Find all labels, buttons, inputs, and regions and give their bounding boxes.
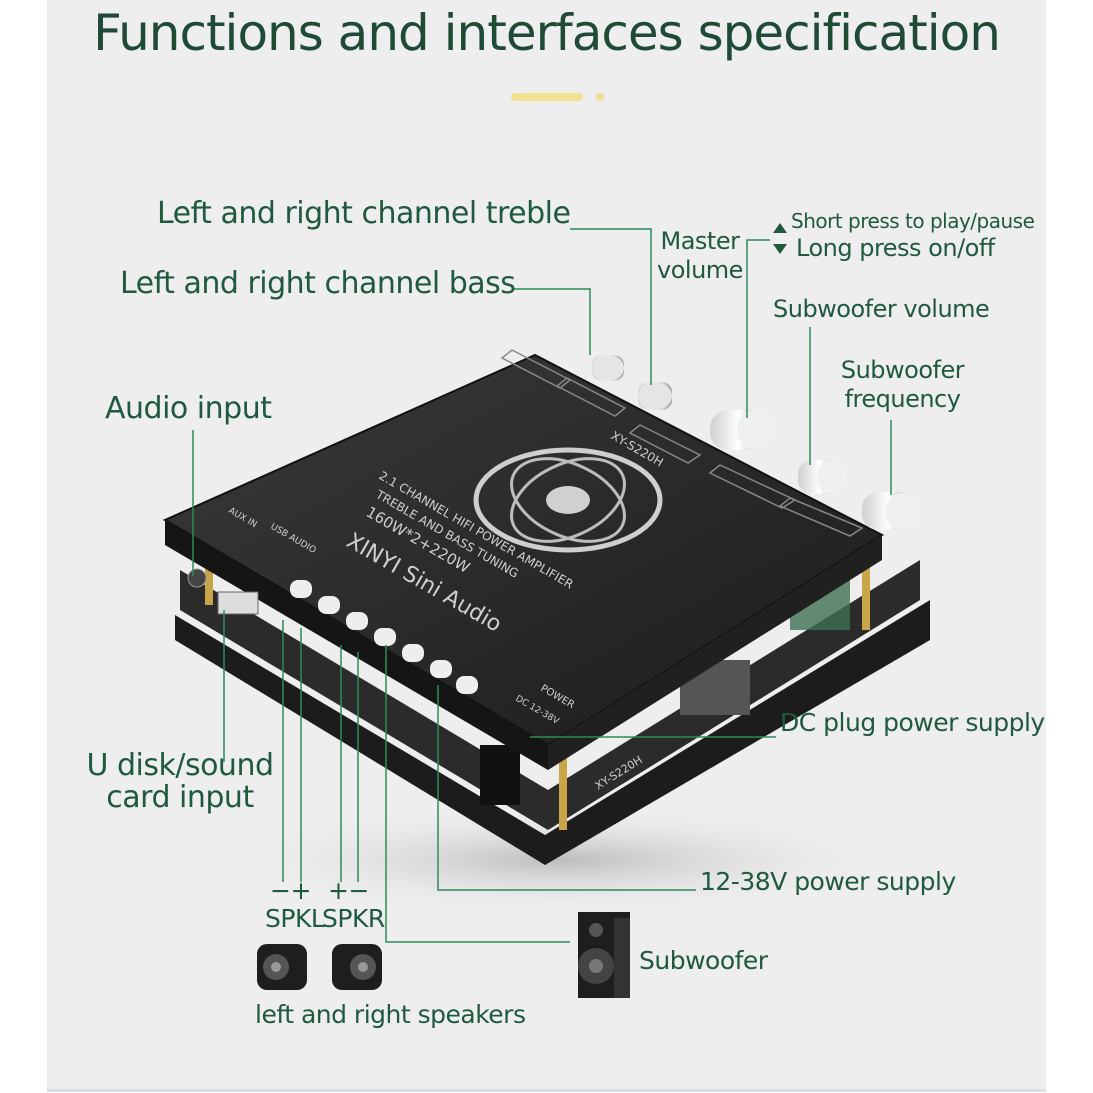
knob-sub-volume	[798, 460, 847, 494]
speaker-terminals	[290, 580, 478, 694]
label-subwoofer-frequency: Subwoofer frequency	[840, 356, 965, 414]
label-subwoofer-volume: Subwoofer volume	[773, 295, 990, 323]
title-underline-dot	[596, 93, 604, 101]
dc-jack	[480, 745, 520, 805]
logo-icon	[473, 447, 663, 553]
label-spkr-polarity: +−	[328, 876, 369, 905]
middle-pcb	[180, 560, 920, 830]
top-plate-front-edge	[165, 520, 548, 770]
leader-lines	[192, 228, 892, 943]
usb-port	[217, 591, 259, 615]
standoff-left	[205, 555, 213, 605]
label-power-supply: 12-38V power supply	[700, 867, 956, 896]
label-spkr: SPKR	[322, 904, 385, 933]
label-master-volume: Master volume	[657, 227, 743, 285]
page-title: Functions and interfaces specification	[93, 4, 1001, 62]
knob-bass	[638, 382, 672, 410]
standoff-right	[862, 550, 870, 630]
right-speaker-icon	[332, 944, 382, 990]
aux-jack	[187, 568, 207, 588]
label-bass: Left and right channel bass	[120, 266, 516, 301]
label-spkl-polarity: −+	[270, 876, 311, 905]
label-short-press: Short press to play/pause	[791, 209, 1035, 233]
label-subwoofer: Subwoofer	[639, 946, 768, 975]
board-shadow	[200, 805, 920, 915]
standoff-front	[559, 745, 567, 830]
top-plate-side-edge	[548, 535, 882, 770]
arrow-up-icon	[773, 223, 787, 233]
subwoofer-icon	[578, 912, 630, 998]
label-audio-input: Audio input	[105, 391, 272, 426]
label-treble: Left and right channel treble	[157, 196, 571, 231]
arrow-down-icon	[773, 244, 787, 254]
label-spkl: SPKL	[265, 904, 325, 933]
knob-master	[710, 410, 773, 450]
knob-treble	[592, 355, 624, 381]
knob-sub-frequency	[862, 492, 918, 531]
title-underline-bar	[511, 93, 583, 101]
label-speakers: left and right speakers	[255, 1000, 526, 1029]
label-long-press: Long press on/off	[796, 234, 995, 262]
left-speaker-icon	[257, 944, 307, 990]
label-udisk: U disk/sound card input	[86, 748, 274, 815]
label-dc-plug: DC plug power supply	[780, 708, 1045, 737]
